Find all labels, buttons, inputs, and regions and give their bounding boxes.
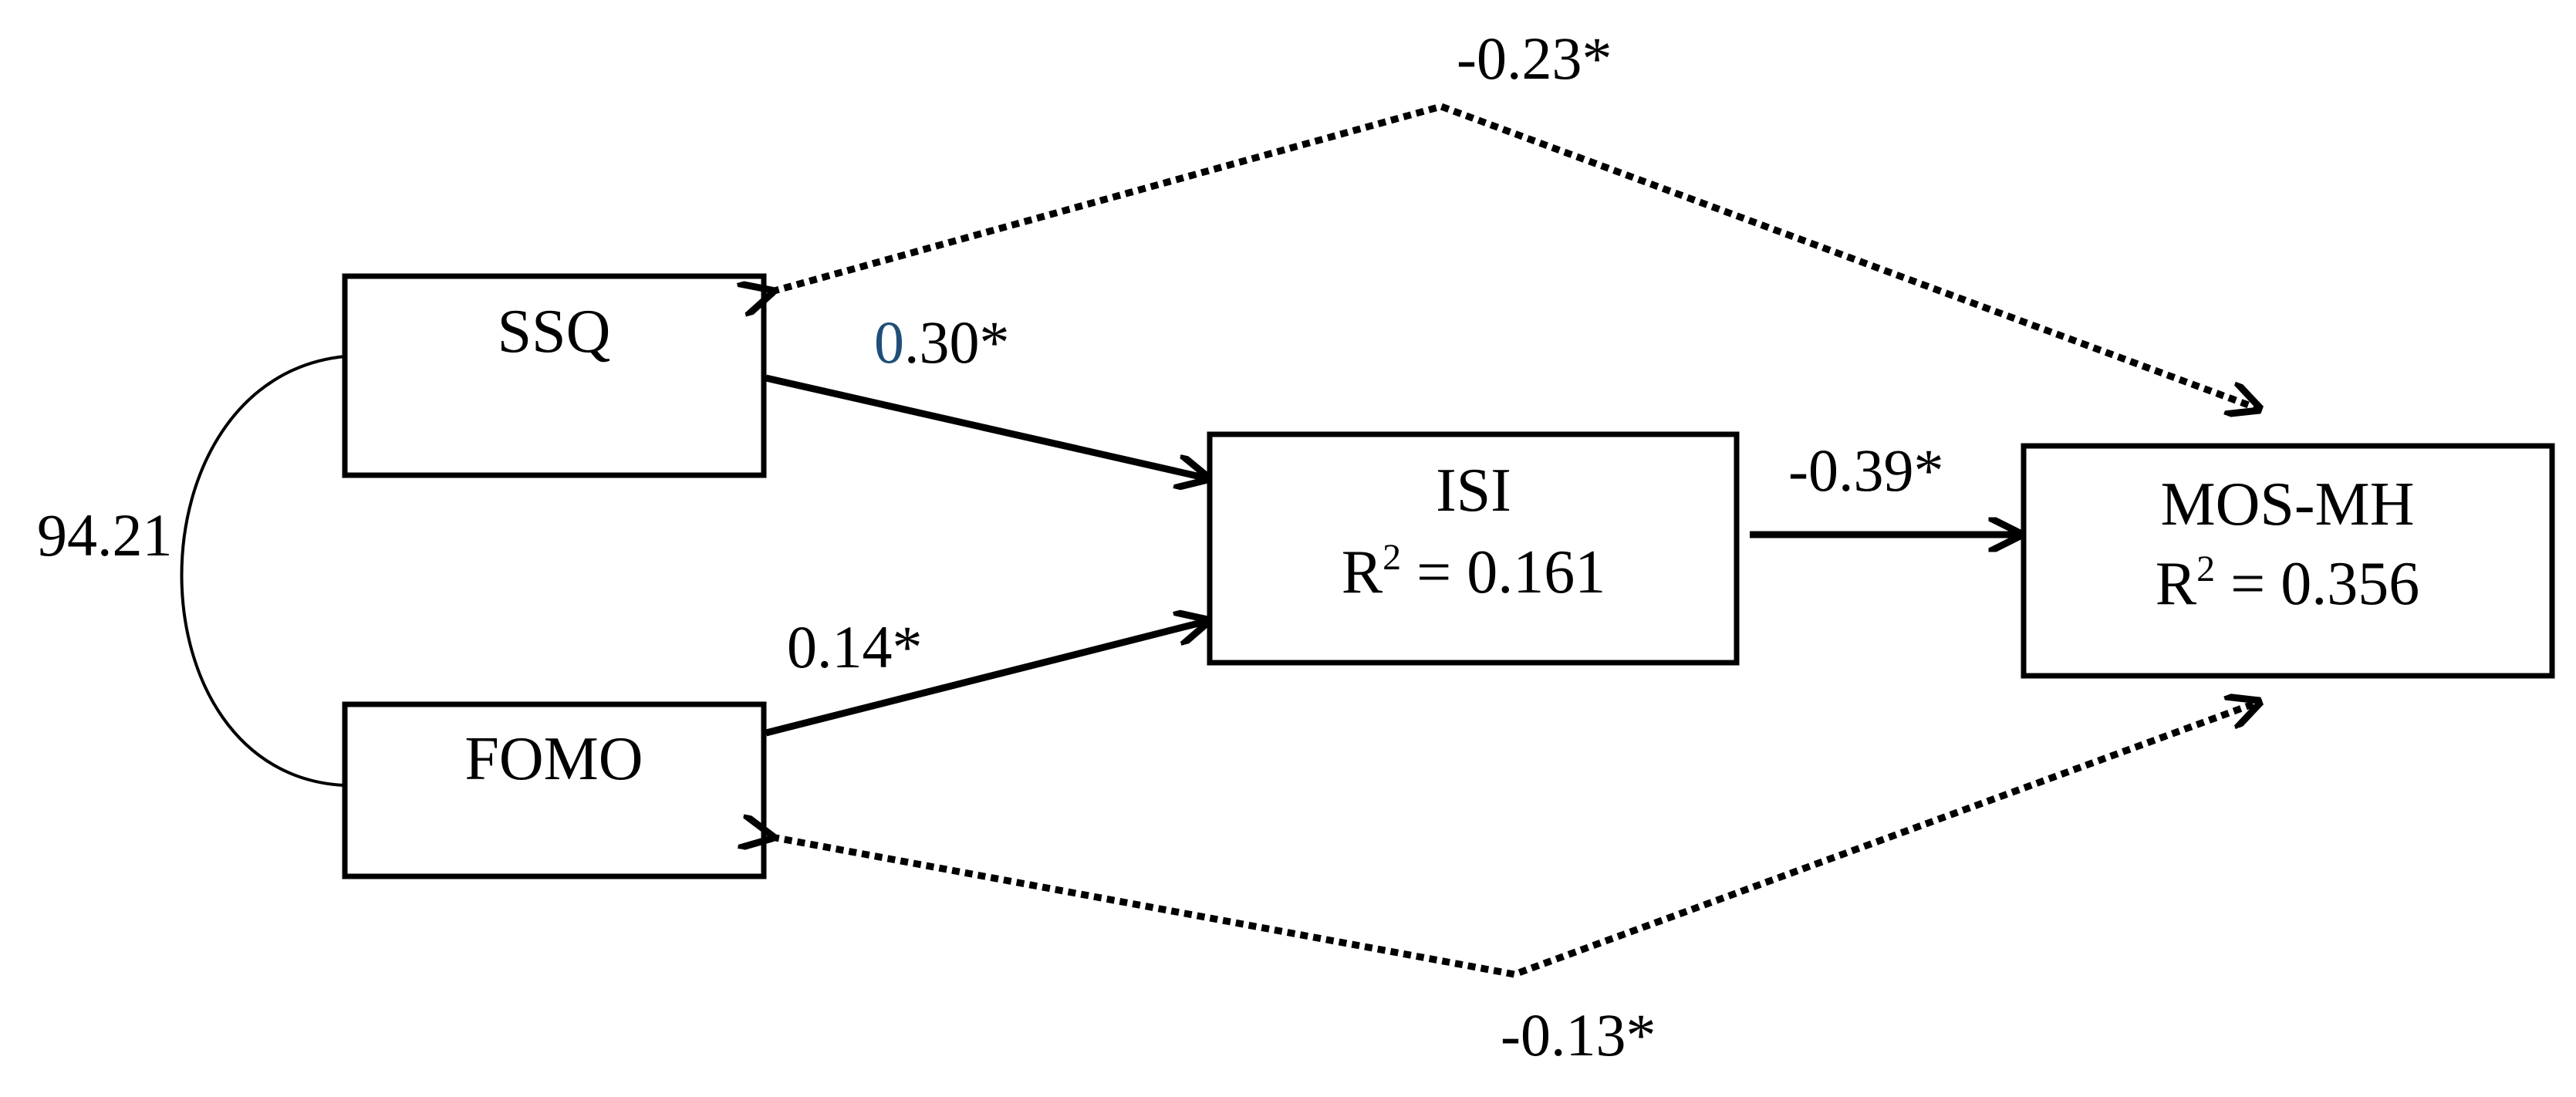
node-mos-mh: MOS-MH R2 = 0.356: [2021, 443, 2555, 679]
node-isi: ISI R2 = 0.161: [1207, 431, 1740, 666]
covariance-label: 94.21: [37, 501, 173, 569]
path-ssq-isi-label: 0.30*: [874, 309, 1010, 376]
node-ssq-label: SSQ: [498, 298, 611, 366]
path-fomo-isi-label: 0.14*: [787, 613, 923, 680]
node-mos-mh-r2: R2 = 0.356: [2156, 548, 2419, 618]
path-ssq-mos-dotted: [771, 103, 2259, 409]
path-fomo-mos-label: -0.13*: [1501, 1001, 1656, 1068]
path-ssq-mos-label: -0.23*: [1457, 25, 1612, 92]
path-ssq-isi-label-lead: 0: [874, 309, 904, 376]
covariance-arc: [180, 355, 346, 787]
node-fomo: FOMO: [342, 701, 767, 879]
node-isi-label: ISI: [1436, 457, 1511, 525]
node-isi-r2: R2 = 0.161: [1342, 537, 1605, 606]
node-fomo-label: FOMO: [464, 725, 643, 793]
path-isi-mos-label: -0.39*: [1788, 437, 1943, 504]
node-mos-mh-label: MOS-MH: [2161, 471, 2415, 538]
node-ssq: SSQ: [342, 273, 767, 478]
path-fomo-mos-dotted: [771, 702, 2259, 978]
path-ssq-isi: [765, 374, 1207, 478]
path-ssq-isi-label-rest: .30*: [904, 309, 1010, 376]
